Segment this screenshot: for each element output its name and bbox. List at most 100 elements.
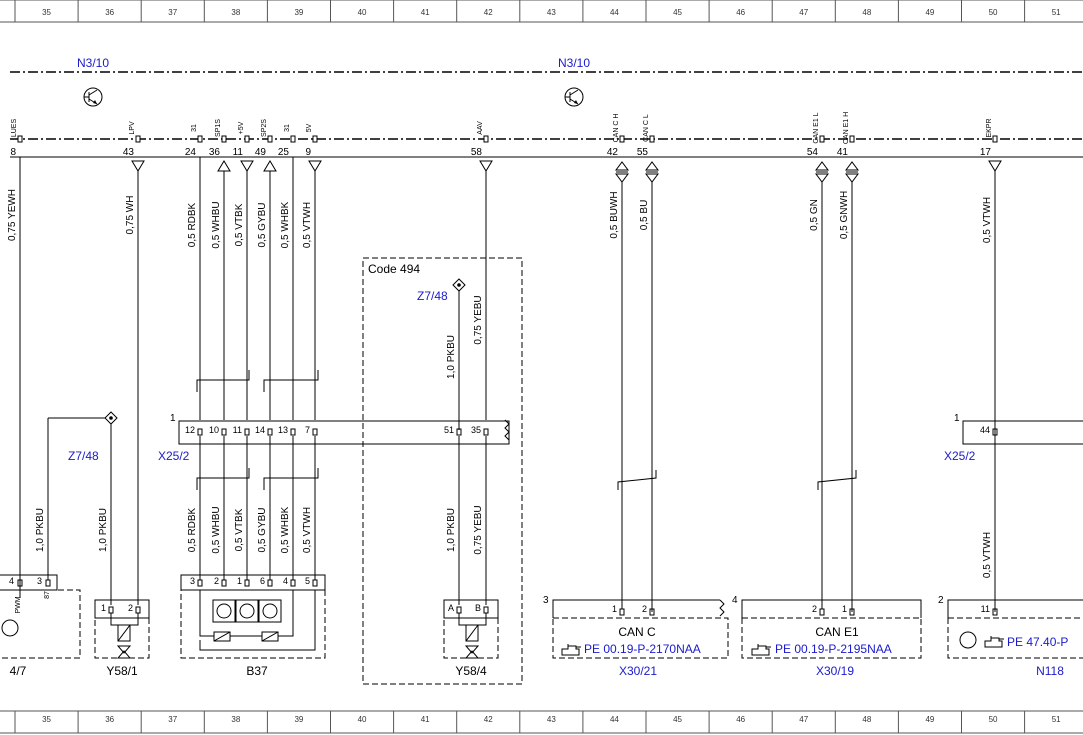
terminal bbox=[221, 428, 227, 436]
hand-pointer-icon bbox=[751, 644, 771, 656]
grid-column-number: 46 bbox=[736, 715, 745, 724]
terminal bbox=[849, 135, 855, 143]
grid-column-number: 39 bbox=[294, 715, 303, 724]
pin-signal-name: CAN C H bbox=[613, 114, 620, 143]
pin-signal-name: CAN C L bbox=[643, 114, 650, 142]
b37-transistor-icon bbox=[262, 603, 278, 619]
transistor-arrow bbox=[93, 100, 97, 104]
pin-number: 17 bbox=[980, 147, 992, 158]
x25-2-pin-number: 14 bbox=[255, 425, 265, 435]
n118-pin: 11 bbox=[981, 604, 990, 614]
wire-label: 0,75 YEWH bbox=[7, 189, 18, 241]
pin-signal-name: AAV bbox=[477, 121, 484, 135]
transistor-arrow bbox=[574, 100, 578, 104]
terminal bbox=[483, 135, 489, 143]
hand-pointer-icon bbox=[984, 636, 1004, 648]
wire-label-pkbu-mid: 1,0 PKBU bbox=[446, 335, 457, 379]
bidir-arrow-up bbox=[615, 161, 629, 171]
terminal bbox=[197, 579, 203, 587]
left-pin-number: 3 bbox=[37, 576, 42, 586]
x25-2-pin-number: 11 bbox=[233, 425, 242, 435]
pin-signal-name: CAN E1 H bbox=[843, 112, 850, 144]
pin-number: 8 bbox=[10, 147, 16, 158]
b37-box bbox=[180, 589, 326, 659]
n3-10-label-left: N3/10 bbox=[77, 56, 109, 70]
code-494-label: Code 494 bbox=[368, 262, 420, 276]
x30-19-pin: 1 bbox=[842, 604, 847, 614]
left-component-label: 4/7 bbox=[10, 664, 27, 678]
terminal bbox=[244, 135, 250, 143]
signal-in-arrow bbox=[263, 160, 277, 172]
grid-column-number: 51 bbox=[1052, 715, 1061, 724]
grid-column-number: 37 bbox=[168, 8, 177, 17]
grid-column-number: 49 bbox=[925, 715, 934, 724]
transistor-collector bbox=[569, 89, 579, 96]
n118-box bbox=[947, 618, 1083, 659]
terminal bbox=[17, 135, 23, 143]
pin-signal-name: SP1S bbox=[215, 119, 222, 137]
terminal bbox=[244, 579, 250, 587]
wire-label: 0,5 GNWH bbox=[839, 191, 850, 239]
b37-pin: 4 bbox=[283, 576, 288, 586]
shield-bracket bbox=[263, 370, 319, 392]
x30-21-num: 3 bbox=[543, 595, 549, 606]
pin-number: 42 bbox=[607, 147, 619, 158]
wire-label-b37: 0,5 RDBK bbox=[187, 507, 198, 552]
grid-column-number: 50 bbox=[989, 715, 998, 724]
grid-column-number: 47 bbox=[799, 715, 808, 724]
b37-pin: 5 bbox=[305, 576, 310, 586]
terminal bbox=[290, 579, 296, 587]
x25-2-pin-number: 12 bbox=[185, 425, 195, 435]
bidir-arrow-up bbox=[845, 161, 859, 171]
y58-1-label: Y58/1 bbox=[106, 664, 138, 678]
pin-signal-name: +5V bbox=[238, 121, 245, 134]
left-transistor-icon bbox=[1, 619, 19, 637]
wire bbox=[199, 590, 316, 651]
wire-label: 0,5 RDBK bbox=[187, 202, 198, 247]
x30-19-ref: PE 00.19-P-2195NAA bbox=[775, 642, 892, 656]
x25-2-pin-number: 7 bbox=[305, 425, 310, 435]
grid-column-number: 43 bbox=[547, 715, 556, 724]
terminal bbox=[619, 135, 625, 143]
grid-column-number: 42 bbox=[484, 715, 493, 724]
grid-column-number: 48 bbox=[862, 715, 871, 724]
grid-column-number: 41 bbox=[421, 715, 430, 724]
grid-column-number: 38 bbox=[231, 8, 240, 17]
pin-number: 49 bbox=[255, 147, 267, 158]
valve-symbol bbox=[464, 650, 480, 659]
solenoid-coil bbox=[117, 624, 131, 642]
solenoid-diagonal bbox=[465, 624, 479, 642]
x25-2-connector-right bbox=[962, 420, 1083, 445]
grid-column-number: 48 bbox=[862, 8, 871, 17]
code-494-option-box bbox=[362, 257, 523, 685]
wire-label: 0,5 VTWH bbox=[302, 202, 313, 248]
left-pwm-label: PWM bbox=[15, 596, 22, 613]
grid-column-number: 50 bbox=[989, 8, 998, 17]
terminal bbox=[483, 606, 489, 614]
z7-48-ref-left: Z7/48 bbox=[68, 449, 99, 463]
pin-signal-name: LUES bbox=[11, 119, 18, 138]
wire-label: 0,5 GN bbox=[809, 199, 820, 231]
wire-label-n118: 0,5 VTWH bbox=[982, 532, 993, 578]
bidir-arrow-up bbox=[815, 161, 829, 171]
grid-column-number: 37 bbox=[168, 715, 177, 724]
splice-dot bbox=[457, 283, 461, 287]
b37-pin: 3 bbox=[190, 576, 195, 586]
y58-4-pin: B bbox=[475, 603, 481, 613]
wire-label: 0,5 BUWH bbox=[609, 191, 620, 238]
left-pin-number: 4 bbox=[9, 576, 14, 586]
grid-column-number: 47 bbox=[799, 8, 808, 17]
pin-signal-name: 31 bbox=[284, 124, 291, 132]
pin-42: CAN C H 42 0,5 BUWH bbox=[607, 114, 629, 490]
bidir-arrow-up bbox=[645, 161, 659, 171]
pin-number: 54 bbox=[807, 147, 819, 158]
x30-19-label: X30/19 bbox=[816, 664, 854, 678]
x30-19-pin: 2 bbox=[812, 604, 817, 614]
terminal bbox=[108, 606, 114, 614]
